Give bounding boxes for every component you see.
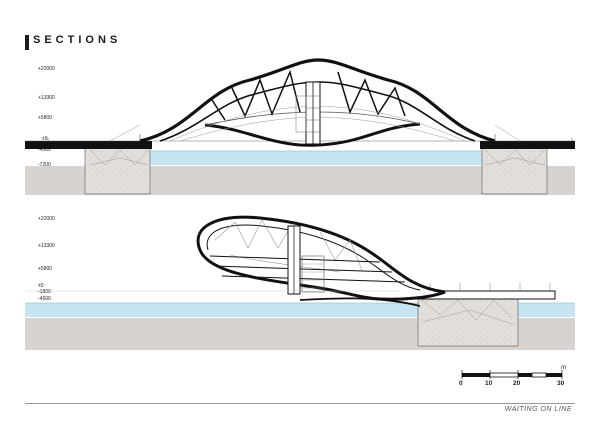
bottom-level-label: +22000	[38, 216, 55, 222]
end-marks	[47, 134, 573, 141]
truss-diagonals	[211, 69, 406, 121]
capsule-outer	[196, 215, 446, 301]
bottom-level-label: +13300	[38, 243, 55, 249]
lower-skin	[299, 297, 421, 307]
title-accent-bar	[25, 35, 29, 50]
top-level-label: +22000	[38, 66, 55, 72]
tower-side-stair	[295, 95, 307, 133]
scale-tick-label: 10	[485, 380, 493, 387]
outer-arch	[139, 58, 496, 143]
scale-tick-label: 20	[513, 380, 521, 387]
top-level-label: +5800	[38, 115, 53, 121]
capsule-stair	[301, 255, 325, 293]
page-title: SECTIONS	[33, 34, 122, 46]
scale-unit-label: m	[561, 365, 566, 371]
left-abutment-truss	[89, 149, 149, 166]
bottom-level-label: -1800	[38, 289, 51, 295]
scale-bar	[461, 370, 563, 379]
left-deck	[25, 141, 152, 149]
right-abutment-speckle	[482, 148, 547, 194]
bottom-level-label: +5800	[38, 266, 53, 272]
bottom-level-label: -4500	[38, 296, 51, 302]
scale-tick-label: 0	[459, 380, 463, 387]
pier-speckle	[418, 298, 518, 346]
capsule-inner	[206, 224, 421, 291]
section-top	[25, 58, 575, 195]
top-level-label: ±0	[42, 136, 48, 142]
top-level-label: +13300	[38, 95, 55, 101]
scale-tick-label: 30	[557, 380, 565, 387]
deck-posts	[429, 283, 551, 291]
section-bottom	[25, 215, 575, 350]
tower-floors	[306, 95, 320, 133]
bottom-level-label: ±0	[38, 283, 44, 289]
capsule-stair-steps	[302, 263, 324, 289]
top-level-label: -7200	[38, 162, 51, 168]
footer-caption: WAITING ON LINE	[504, 406, 572, 413]
pier-truss	[421, 299, 516, 326]
water-band	[150, 151, 482, 165]
footer-divider	[25, 403, 575, 404]
top-level-label: -4500	[38, 147, 51, 153]
right-abutment-truss	[484, 149, 546, 166]
belly-curve	[204, 122, 421, 147]
right-deck	[480, 141, 575, 149]
